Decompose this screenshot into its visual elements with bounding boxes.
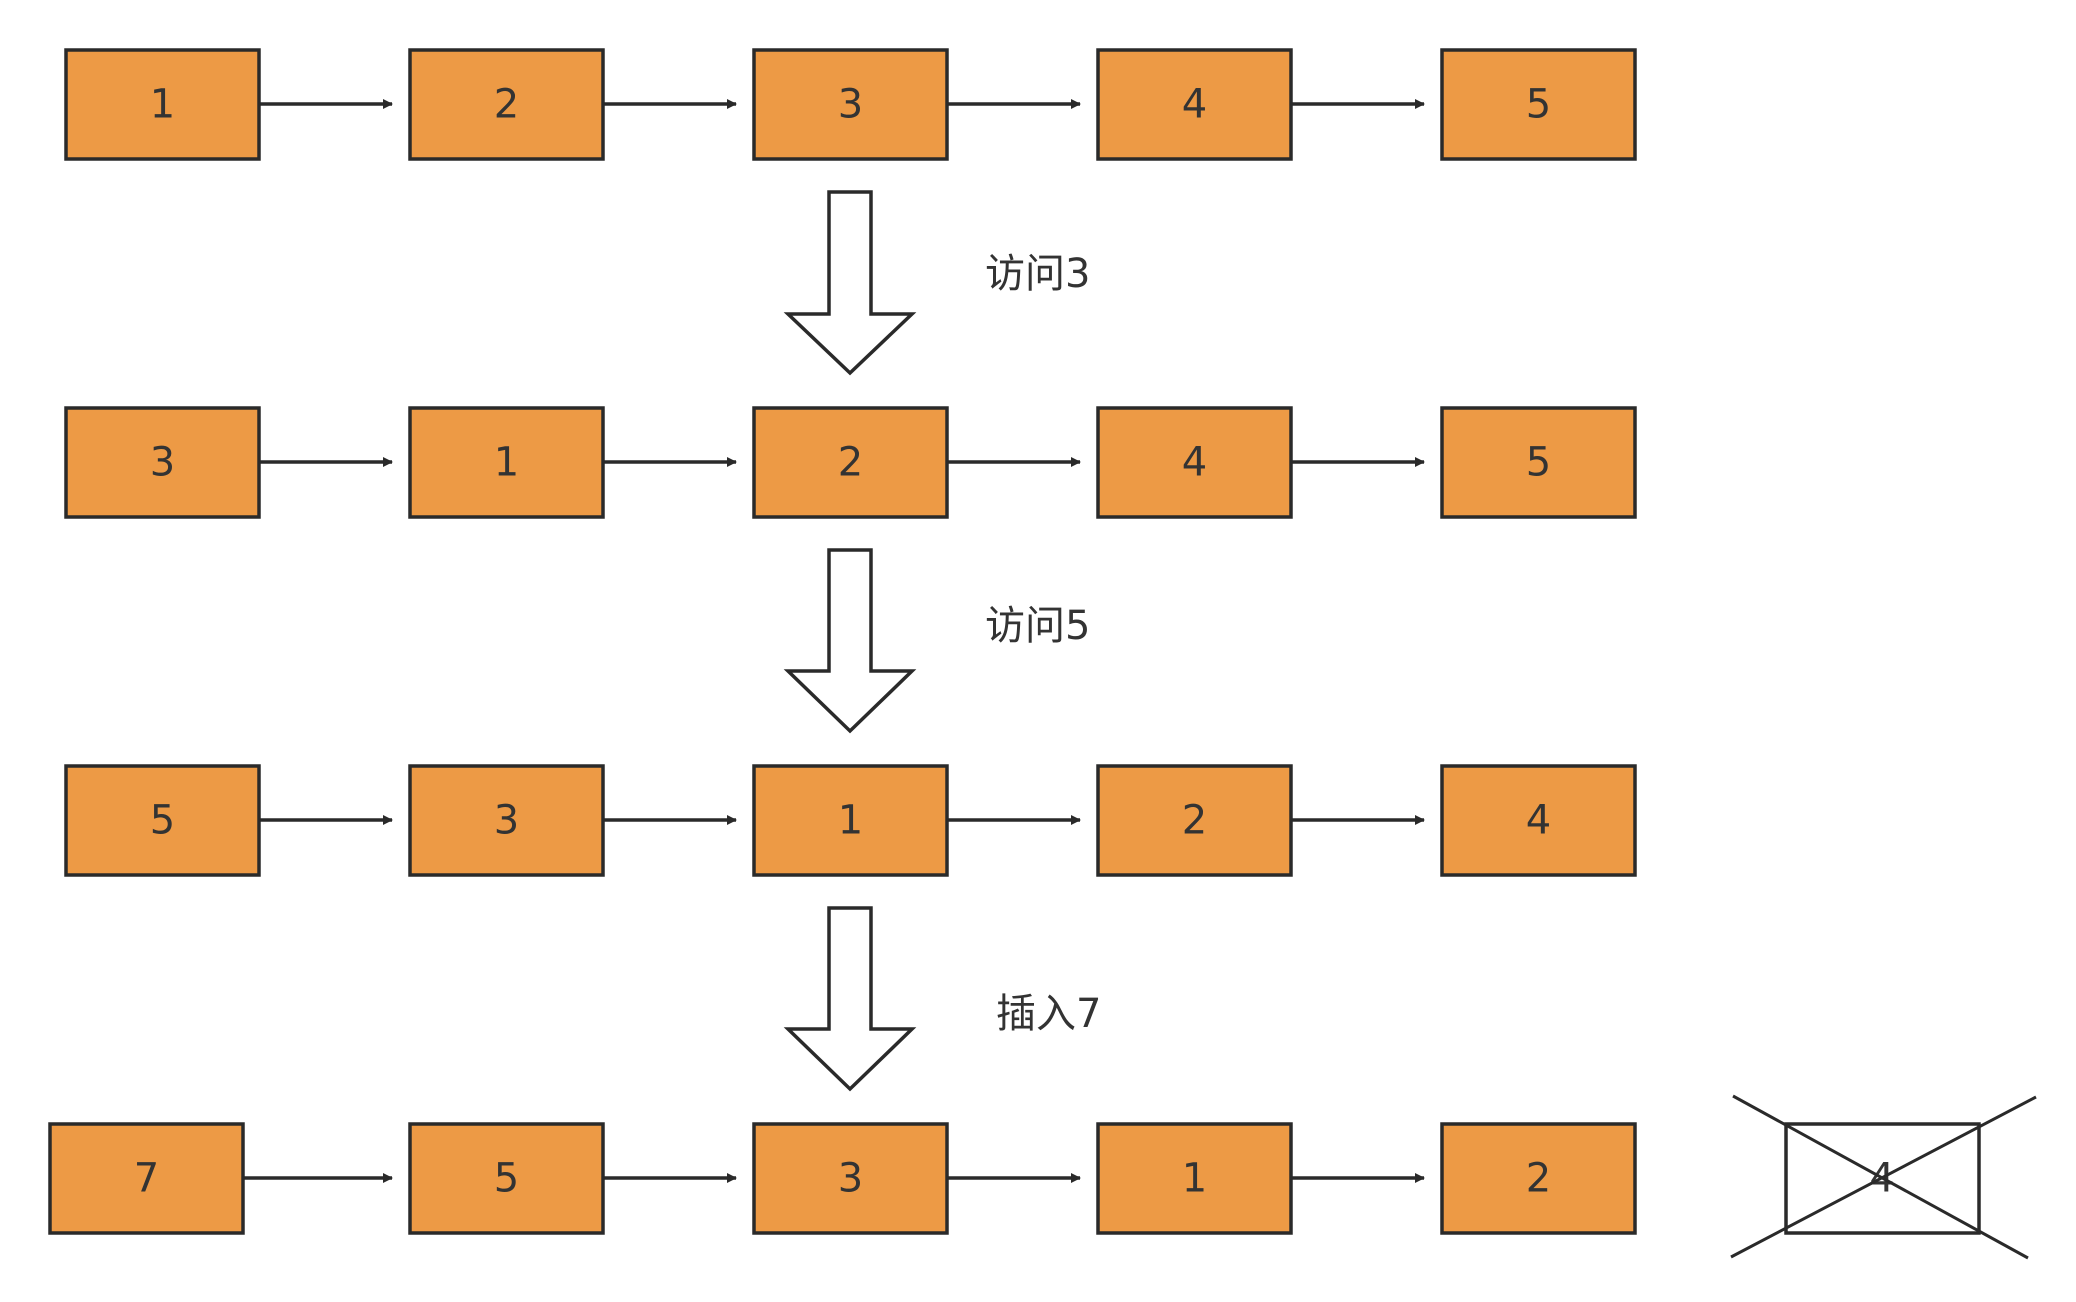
cross-out-icon xyxy=(1730,1094,2037,1260)
step-transition-2: 访问5 xyxy=(783,548,1090,734)
node-label: 5 xyxy=(494,1156,519,1202)
node-label: 3 xyxy=(494,798,519,844)
node-label: 2 xyxy=(838,440,863,486)
node-label: 3 xyxy=(150,440,175,486)
list-node: 1 xyxy=(1096,1122,1293,1235)
list-node: 5 xyxy=(1440,48,1637,161)
down-arrow-icon xyxy=(783,190,917,376)
list-node: 3 xyxy=(408,764,605,877)
list-node: 7 xyxy=(48,1122,245,1235)
node-label: 5 xyxy=(1526,440,1551,486)
node-label: 4 xyxy=(1182,440,1207,486)
list-row-3: 5 3 1 2 4 xyxy=(64,764,1637,877)
list-row-4: 7 5 3 1 2 xyxy=(48,1122,1637,1235)
node-label: 1 xyxy=(1182,1156,1207,1202)
node-label: 1 xyxy=(494,440,519,486)
list-node: 5 xyxy=(408,1122,605,1235)
step-transition-1: 访问3 xyxy=(783,190,1090,376)
node-label: 1 xyxy=(838,798,863,844)
down-arrow-icon xyxy=(783,548,917,734)
node-label: 4 xyxy=(1182,82,1207,128)
step-transition-3: 插入7 xyxy=(783,906,1101,1092)
node-label: 2 xyxy=(494,82,519,128)
list-node: 4 xyxy=(1440,764,1637,877)
list-node: 1 xyxy=(408,406,605,519)
list-node: 2 xyxy=(1440,1122,1637,1235)
step-label: 访问5 xyxy=(985,603,1090,649)
list-node: 4 xyxy=(1096,406,1293,519)
node-label: 3 xyxy=(838,1156,863,1202)
node-label: 2 xyxy=(1182,798,1207,844)
list-node: 3 xyxy=(752,48,949,161)
node-label: 3 xyxy=(838,82,863,128)
node-label: 5 xyxy=(150,798,175,844)
step-label: 插入7 xyxy=(996,991,1101,1037)
node-label: 1 xyxy=(150,82,175,128)
list-node: 3 xyxy=(752,1122,949,1235)
list-node: 5 xyxy=(1440,406,1637,519)
node-label: 4 xyxy=(1526,798,1551,844)
down-arrow-icon xyxy=(783,906,917,1092)
list-node: 5 xyxy=(64,764,261,877)
node-label: 5 xyxy=(1526,82,1551,128)
list-node: 2 xyxy=(408,48,605,161)
list-row-1: 1 2 3 4 5 xyxy=(64,48,1637,161)
list-node: 4 xyxy=(1096,48,1293,161)
node-label: 7 xyxy=(134,1156,159,1202)
list-node: 2 xyxy=(1096,764,1293,877)
list-node: 1 xyxy=(752,764,949,877)
list-node: 1 xyxy=(64,48,261,161)
node-label: 2 xyxy=(1526,1156,1551,1202)
list-node: 3 xyxy=(64,406,261,519)
evicted-node: 4 xyxy=(1730,1094,2037,1260)
list-node: 2 xyxy=(752,406,949,519)
list-row-2: 3 1 2 4 5 xyxy=(64,406,1637,519)
step-label: 访问3 xyxy=(985,251,1090,297)
